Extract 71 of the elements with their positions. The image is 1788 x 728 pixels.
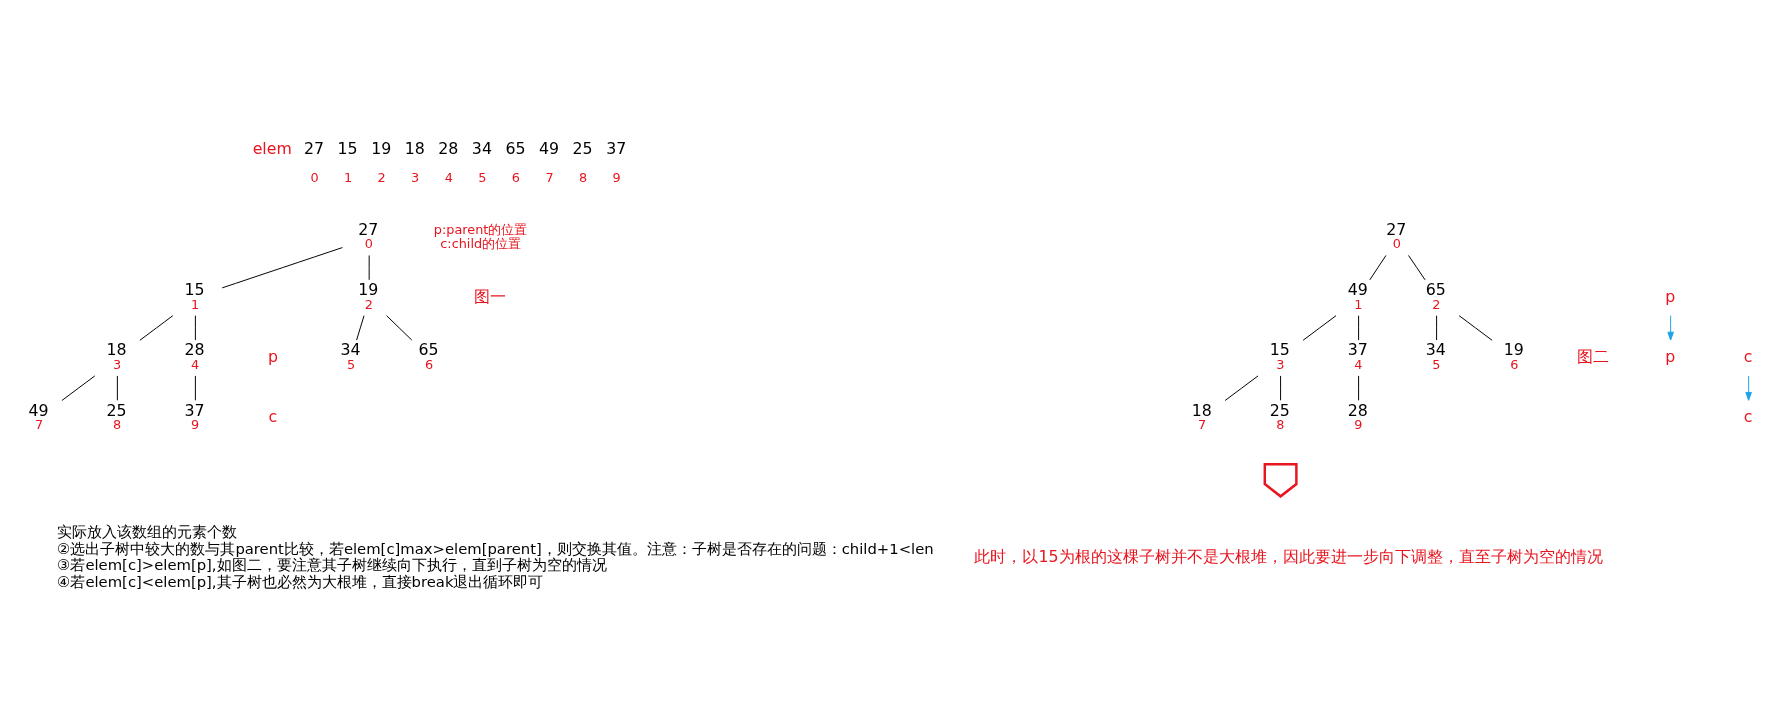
label: 实际放入该数组的元素个数 [57, 522, 238, 540]
label: 3 [411, 169, 420, 185]
connector [1224, 375, 1259, 401]
label: 1 [343, 169, 353, 185]
arrow [1667, 315, 1674, 341]
label: 2 [377, 169, 386, 185]
connector [1436, 315, 1438, 341]
label: 此时，以15为根的这棵子树并不是大根堆，因此要进一步向下调整，直至子树为空的情况 [974, 547, 1603, 567]
label: 15 [337, 139, 358, 159]
connector [1458, 315, 1493, 341]
connector [1369, 254, 1387, 281]
label: 8 [579, 169, 588, 185]
connector [139, 315, 174, 341]
label: 34 [471, 139, 492, 159]
node-text: 18 [1191, 400, 1212, 420]
node-label: 9 [1354, 417, 1363, 433]
node-text: 25 [1269, 400, 1290, 420]
label: elem [252, 139, 292, 159]
connector [1280, 375, 1282, 401]
label: 49 [539, 139, 560, 159]
node-text: 27 [358, 219, 379, 239]
connector [1358, 375, 1360, 401]
node-text: p [1665, 286, 1676, 306]
node-arrow [1263, 462, 1298, 498]
node-label: 7 [34, 417, 44, 433]
node-label: 0 [364, 236, 373, 252]
connector [221, 247, 343, 289]
node-text: 28 [1347, 400, 1368, 420]
label: ④若elem[c]<elem[p],其子树也必然为大根堆，直接break退出循环即可 [57, 573, 544, 591]
label: 9 [612, 169, 621, 185]
node-label: 7 [1198, 417, 1207, 433]
label: c [268, 407, 278, 427]
label: ②选出子树中较大的数与其parent比较，若elem[c]max>elem[parent]，则交换其值。注意：子树是否存在的问题：child+1<len [57, 539, 934, 557]
node-text: c [1743, 407, 1753, 427]
label: 28 [438, 139, 459, 159]
label: p [267, 346, 278, 366]
arrow [1745, 375, 1752, 401]
node-label: 0 [1392, 236, 1401, 252]
connector [194, 315, 196, 341]
label: 19 [371, 139, 392, 159]
connector [1302, 315, 1337, 341]
label: p:parent的位置 [433, 222, 528, 238]
node-text: p [1665, 346, 1676, 366]
label: 6 [511, 169, 521, 185]
label: 图二 [1576, 346, 1609, 366]
node-text: 37 [184, 400, 205, 420]
connector [1358, 315, 1360, 341]
label: ③若elem[c]>elem[p],如图二，要注意其子树继续向下执行，直到子树为空的情况 [57, 556, 607, 574]
label: 18 [404, 139, 425, 159]
node-text: 25 [106, 400, 127, 420]
label: 65 [505, 139, 526, 159]
node-text: 27 [1386, 219, 1407, 239]
label: 0 [310, 169, 319, 185]
node-label: 8 [112, 417, 122, 433]
connector [356, 315, 365, 341]
label: 4 [444, 169, 453, 185]
label: 25 [572, 139, 593, 159]
label: 5 [478, 169, 487, 185]
node-text: 49 [28, 400, 49, 420]
connector [386, 315, 413, 341]
label: 27 [304, 139, 325, 159]
connector [61, 375, 96, 401]
node-label: 8 [1276, 417, 1285, 433]
connector [116, 375, 118, 401]
connector [194, 375, 196, 401]
node-label: 9 [190, 417, 200, 433]
label: 37 [606, 139, 627, 159]
label: 7 [545, 169, 554, 185]
connector [1408, 254, 1426, 281]
label: 图一 [473, 286, 506, 306]
node-text: c [1743, 346, 1753, 366]
